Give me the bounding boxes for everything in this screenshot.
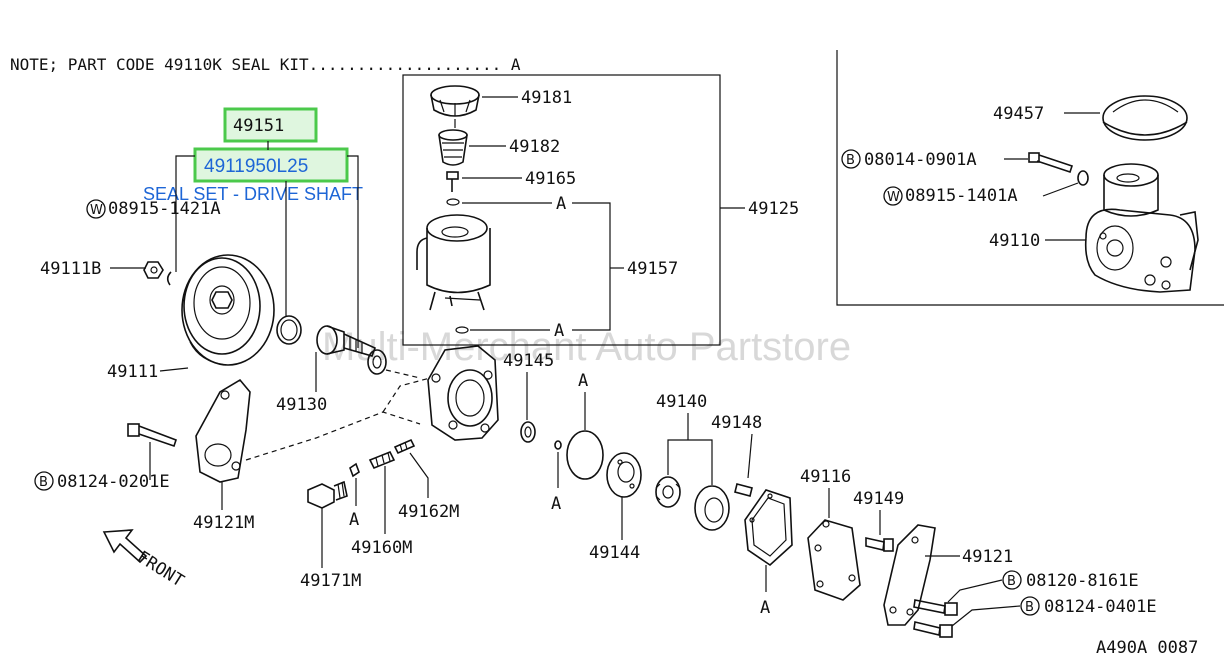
inset-group: 49457 B 08014-0901A W 08915-1401A (836, 50, 1224, 306)
label-ref-a-1: A (556, 194, 566, 214)
label-49157: 49157 (627, 259, 678, 279)
label-49151: 49151 (233, 116, 284, 136)
bolt-49165 (446, 171, 459, 192)
spring-49162M (393, 438, 416, 455)
bracket-49121M (195, 378, 251, 483)
ring-49140 (694, 485, 730, 531)
marker-w-08915-1421A (86, 199, 106, 219)
label-49171M: 49171M (300, 571, 361, 591)
label-08014-0901A: 08014-0901A (864, 150, 977, 170)
cam-ring-49144 (606, 452, 642, 498)
seal-4911950L25 (367, 349, 387, 375)
label-ref-a-5: A (551, 494, 561, 514)
label-08915-1401A: 08915-1401A (905, 186, 1018, 206)
label-49144: 49144 (589, 543, 640, 563)
label-49149: 49149 (853, 489, 904, 509)
label-49121M: 49121M (193, 513, 254, 533)
label-ref-a-6: A (760, 598, 770, 618)
cover-49457 (1102, 95, 1188, 141)
shaft-49130 (316, 325, 377, 357)
reservoir-frame (402, 74, 721, 346)
svg-text:B: B (846, 153, 855, 168)
seal-set-caption: SEAL SET - DRIVE SHAFT (143, 184, 363, 204)
marker-w-08915-1401A (883, 186, 903, 206)
label-08124-0401E: 08124-0401E (1044, 597, 1157, 617)
label-08915-1421A: 08915-1421A (108, 199, 221, 219)
diagram-code: A490A 0087 (1096, 638, 1198, 658)
bolt-08120-8161E (913, 599, 958, 616)
highlight-box-49151 (223, 107, 318, 143)
bracket-49121 (883, 524, 936, 626)
label-49162M: 49162M (398, 502, 459, 522)
label-49116: 49116 (800, 467, 851, 487)
pump-body (427, 345, 499, 441)
fitting-49171M (307, 480, 348, 509)
watermark: Multi-Merchant Auto Partstore (322, 325, 851, 369)
tank-49157 (416, 214, 491, 311)
o-ring-large (566, 430, 604, 480)
strainer-49182 (438, 129, 468, 166)
seal-49145 (520, 421, 536, 443)
label-49110: 49110 (989, 231, 1040, 251)
highlight-box-4911950L25 (193, 147, 349, 183)
label-49165: 49165 (525, 169, 576, 189)
label-08124-0201E: 08124-0201E (57, 472, 170, 492)
label-49121: 49121 (962, 547, 1013, 567)
marker-b-08120-8161E (1002, 570, 1022, 590)
label-49111: 49111 (107, 362, 158, 382)
pulley-49111 (181, 254, 275, 366)
label-49130: 49130 (276, 395, 327, 415)
label-08120-8161E: 08120-8161E (1026, 571, 1139, 591)
marker-b-08124-0201E (34, 471, 54, 491)
label-49160M: 49160M (351, 538, 412, 558)
front-arrow (102, 529, 148, 564)
bolt-08124-0401E (913, 621, 953, 638)
label-49182: 49182 (509, 137, 560, 157)
marker-b-08014 (841, 149, 861, 169)
reservoir-cap-49181 (430, 85, 480, 128)
label-front: FRONT (133, 547, 187, 591)
label-49181: 49181 (521, 88, 572, 108)
seal-kit-note: NOTE; PART CODE 49110K SEAL KIT.........… (10, 55, 521, 74)
svg-text:W: W (887, 190, 900, 205)
pump-assembly-49110 (1084, 163, 1199, 293)
valve-49160M (368, 450, 396, 470)
snap-ring-49151 (276, 315, 302, 345)
label-49457: 49457 (993, 104, 1044, 124)
label-ref-a-4: A (578, 371, 588, 391)
rotor-49140 (655, 476, 681, 508)
rear-cover-49116 (807, 519, 861, 601)
marker-b-08124-0401E (1020, 596, 1040, 616)
label-49140: 49140 (656, 392, 707, 412)
side-plate (744, 489, 793, 567)
label-49148: 49148 (711, 413, 762, 433)
reservoir-group: 49181 49182 49165 A A 49157 49125 (402, 74, 799, 346)
label-ref-a-2: A (554, 321, 564, 341)
label-4911950L25: 4911950L25 (204, 156, 308, 177)
label-49125: 49125 (748, 199, 799, 219)
svg-text:B: B (1025, 600, 1034, 615)
svg-text:B: B (1007, 574, 1016, 589)
svg-text:B: B (39, 475, 48, 490)
label-ref-a-3: A (349, 510, 359, 530)
label-49145: 49145 (503, 351, 554, 371)
svg-text:W: W (90, 203, 103, 218)
bolt-08014-0901A (1028, 152, 1074, 174)
bolt-08124-0201E (127, 423, 178, 448)
highlight-group: 49151 4911950L25 SEAL SET - DRIVE SHAFT (143, 107, 363, 348)
label-49111B: 49111B (40, 259, 101, 279)
